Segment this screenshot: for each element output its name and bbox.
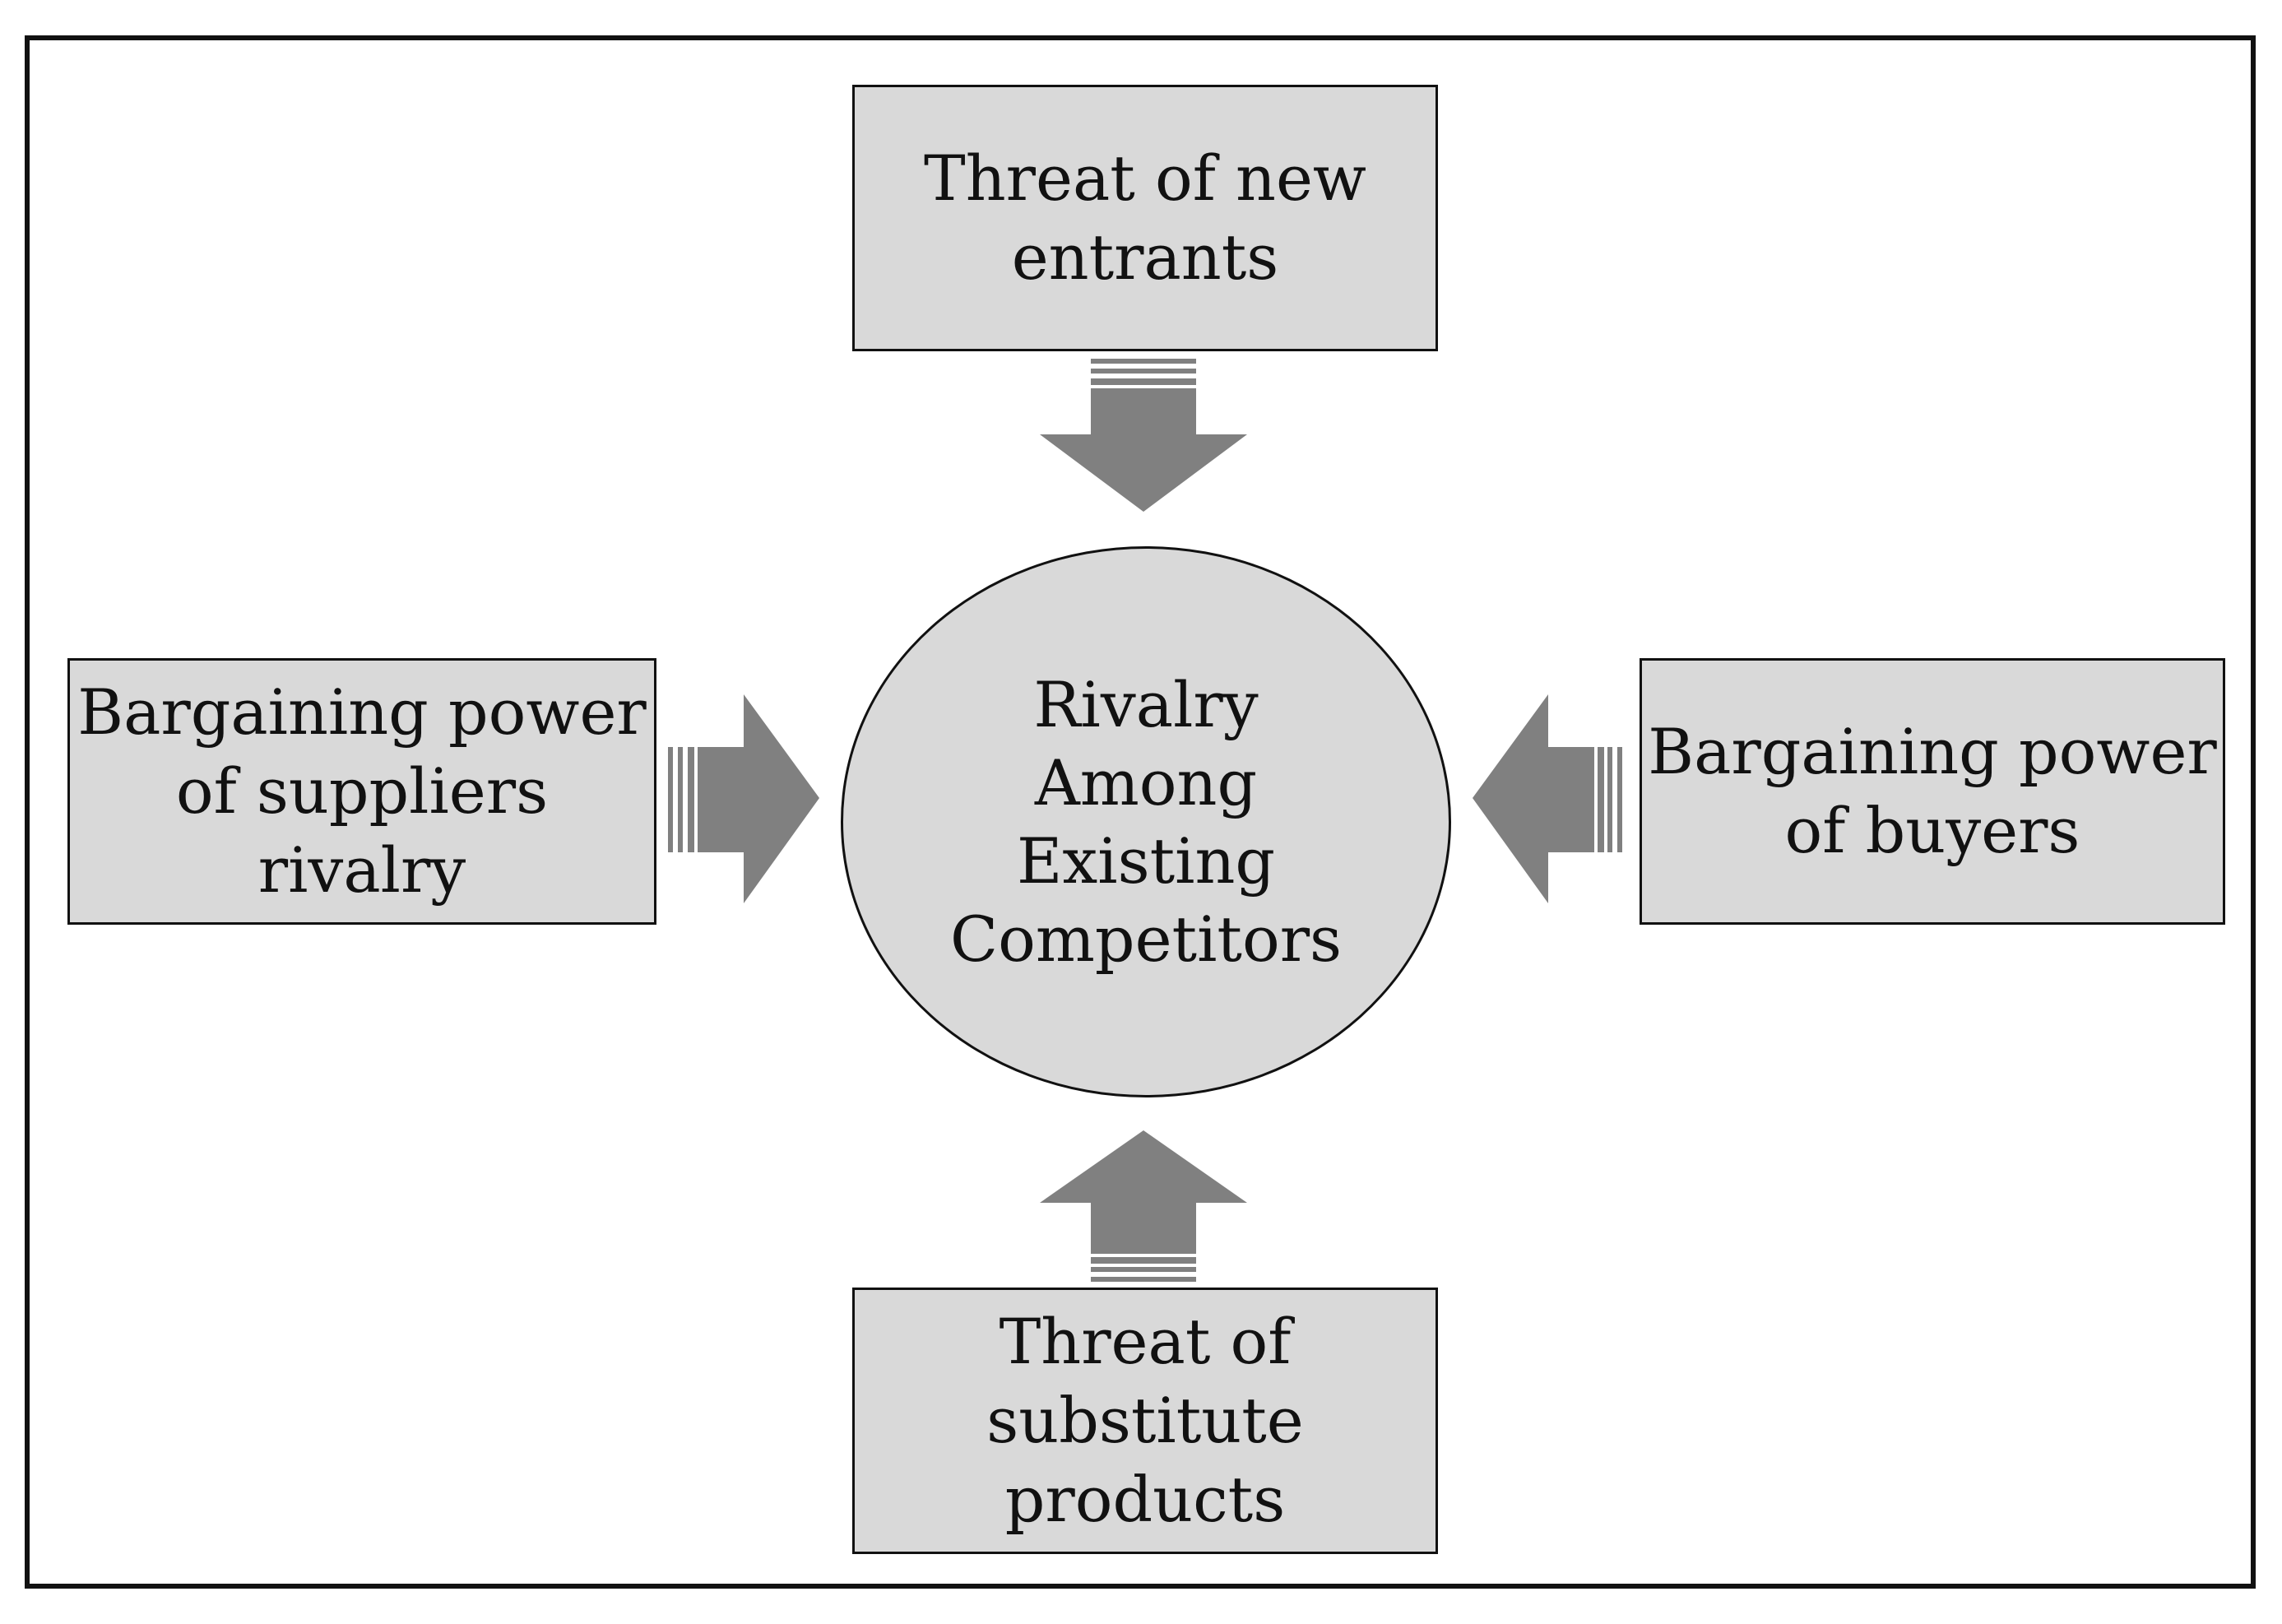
center-label-line: Competitors bbox=[949, 902, 1343, 976]
arrow-left-from-buyers bbox=[1473, 694, 1622, 903]
arrow-up-from-substitutes bbox=[1040, 1130, 1247, 1282]
threat-of-new-entrants-box: Threat of new entrants bbox=[852, 85, 1438, 351]
box-label-line: Threat of new bbox=[924, 142, 1366, 215]
supplier-power-box: Bargaining power of suppliers rivalry bbox=[67, 658, 656, 925]
box-label-line: Bargaining power bbox=[77, 675, 647, 749]
diagram-frame bbox=[25, 35, 2256, 1589]
buyer-power-box: Bargaining power of buyers bbox=[1640, 658, 2225, 925]
arrow-right-from-suppliers bbox=[668, 694, 819, 903]
box-label-line: Bargaining power bbox=[1648, 715, 2217, 788]
box-label-line: of suppliers bbox=[175, 754, 549, 828]
center-label-line: Existing bbox=[1016, 824, 1276, 898]
box-label-line: substitute bbox=[986, 1384, 1304, 1457]
box-label-line: of buyers bbox=[1784, 794, 2080, 867]
box-label-line: products bbox=[1004, 1463, 1286, 1536]
box-label-line: rivalry bbox=[257, 833, 466, 907]
center-label-line: Among bbox=[1034, 746, 1258, 819]
box-label-line: Threat of bbox=[999, 1305, 1292, 1378]
rivalry-center-circle: Rivalry Among Existing Competitors bbox=[841, 546, 1451, 1097]
threat-of-substitutes-box: Threat of substitute products bbox=[852, 1288, 1438, 1554]
center-label-line: Rivalry bbox=[1033, 668, 1259, 741]
box-label-line: entrants bbox=[1011, 220, 1279, 294]
arrow-down-from-new-entrants bbox=[1040, 359, 1247, 512]
